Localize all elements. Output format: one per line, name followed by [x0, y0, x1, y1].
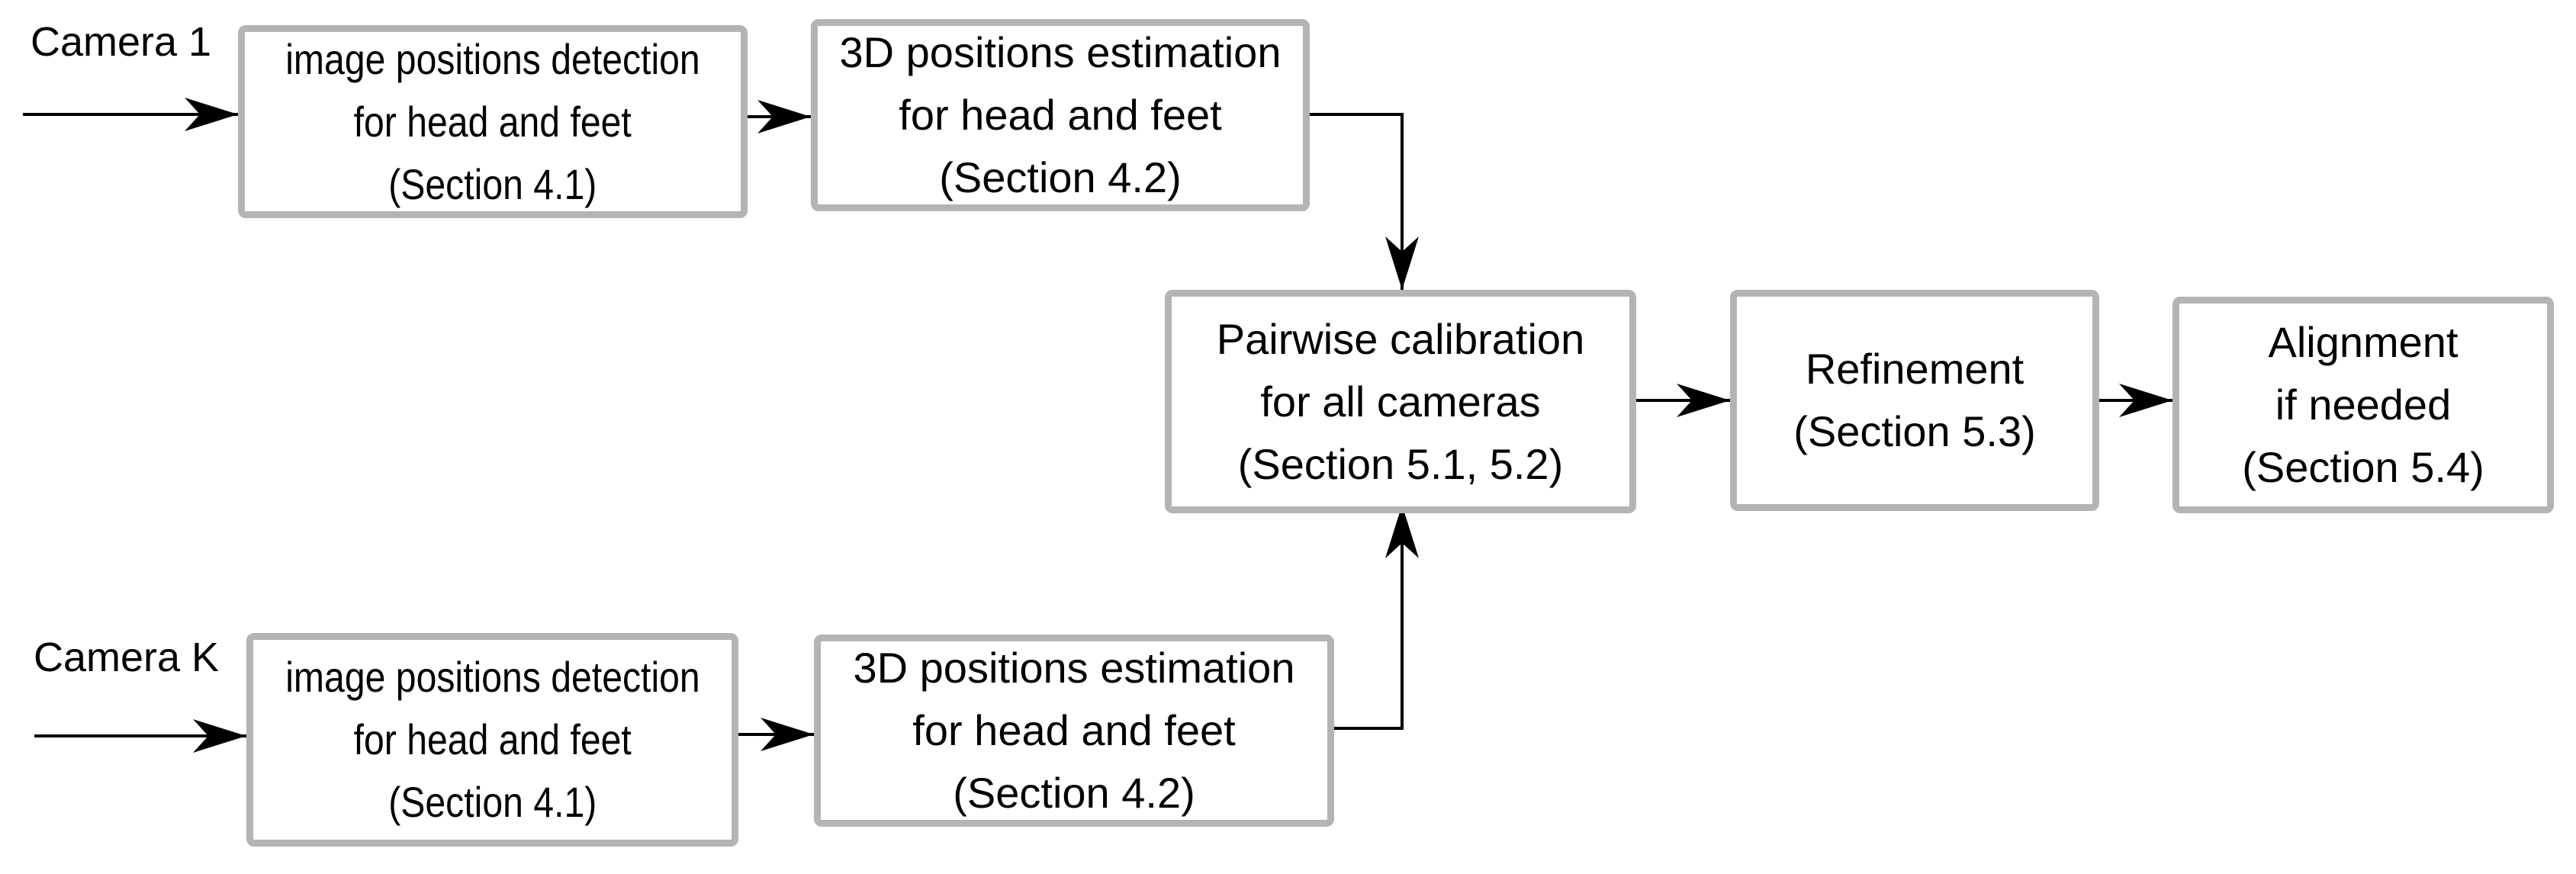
camera-k-label: Camera K [34, 635, 220, 680]
alignment-line-1: Alignment [2268, 318, 2459, 366]
bottom-estimation-line-3: (Section 4.2) [953, 769, 1195, 817]
refinement-line-2: (Section 5.3) [1793, 407, 2036, 455]
bottom-estimation-line-1: 3D positions estimation [853, 644, 1295, 692]
top-estimation-line-1: 3D positions estimation [839, 28, 1282, 76]
bottom-estimation-line-2: for head and feet [912, 706, 1236, 754]
camera-1-label: Camera 1 [31, 19, 212, 65]
pairwise-line-1: Pairwise calibration [1216, 314, 1585, 363]
top-detection-line-3: (Section 4.1) [388, 159, 597, 208]
bottom-detection-line-3: (Section 4.1) [388, 778, 597, 826]
alignment-line-3: (Section 5.4) [2242, 443, 2484, 491]
alignment-box: Alignment if needed (Section 5.4) [2172, 297, 2554, 513]
pairwise-calibration-box: Pairwise calibration for all cameras (Se… [1165, 290, 1636, 513]
top-detection-box: image positions detection for head and f… [238, 25, 748, 218]
pairwise-line-2: for all cameras [1260, 377, 1541, 426]
bottom-detection-line-2: for head and feet [353, 715, 632, 763]
bottom-detection-line-1: image positions detection [285, 653, 700, 701]
top-detection-line-2: for head and feet [353, 97, 632, 146]
top-estimation-box: 3D positions estimation for head and fee… [811, 19, 1310, 211]
arrow-top-estimation-to-pairwise [1310, 113, 1419, 290]
top-estimation-line-2: for head and feet [899, 91, 1222, 139]
arrow-bottom-estimation-to-pairwise [1334, 505, 1419, 730]
refinement-line-1: Refinement [1805, 345, 2024, 393]
pairwise-line-3: (Section 5.1, 5.2) [1237, 439, 1564, 488]
refinement-box: Refinement (Section 5.3) [1730, 290, 2099, 511]
bottom-estimation-box: 3D positions estimation for head and fee… [814, 635, 1334, 827]
top-estimation-line-3: (Section 4.2) [939, 153, 1182, 201]
bottom-detection-box: image positions detection for head and f… [246, 633, 738, 847]
alignment-line-2: if needed [2275, 381, 2452, 429]
top-detection-line-1: image positions detection [285, 34, 700, 83]
